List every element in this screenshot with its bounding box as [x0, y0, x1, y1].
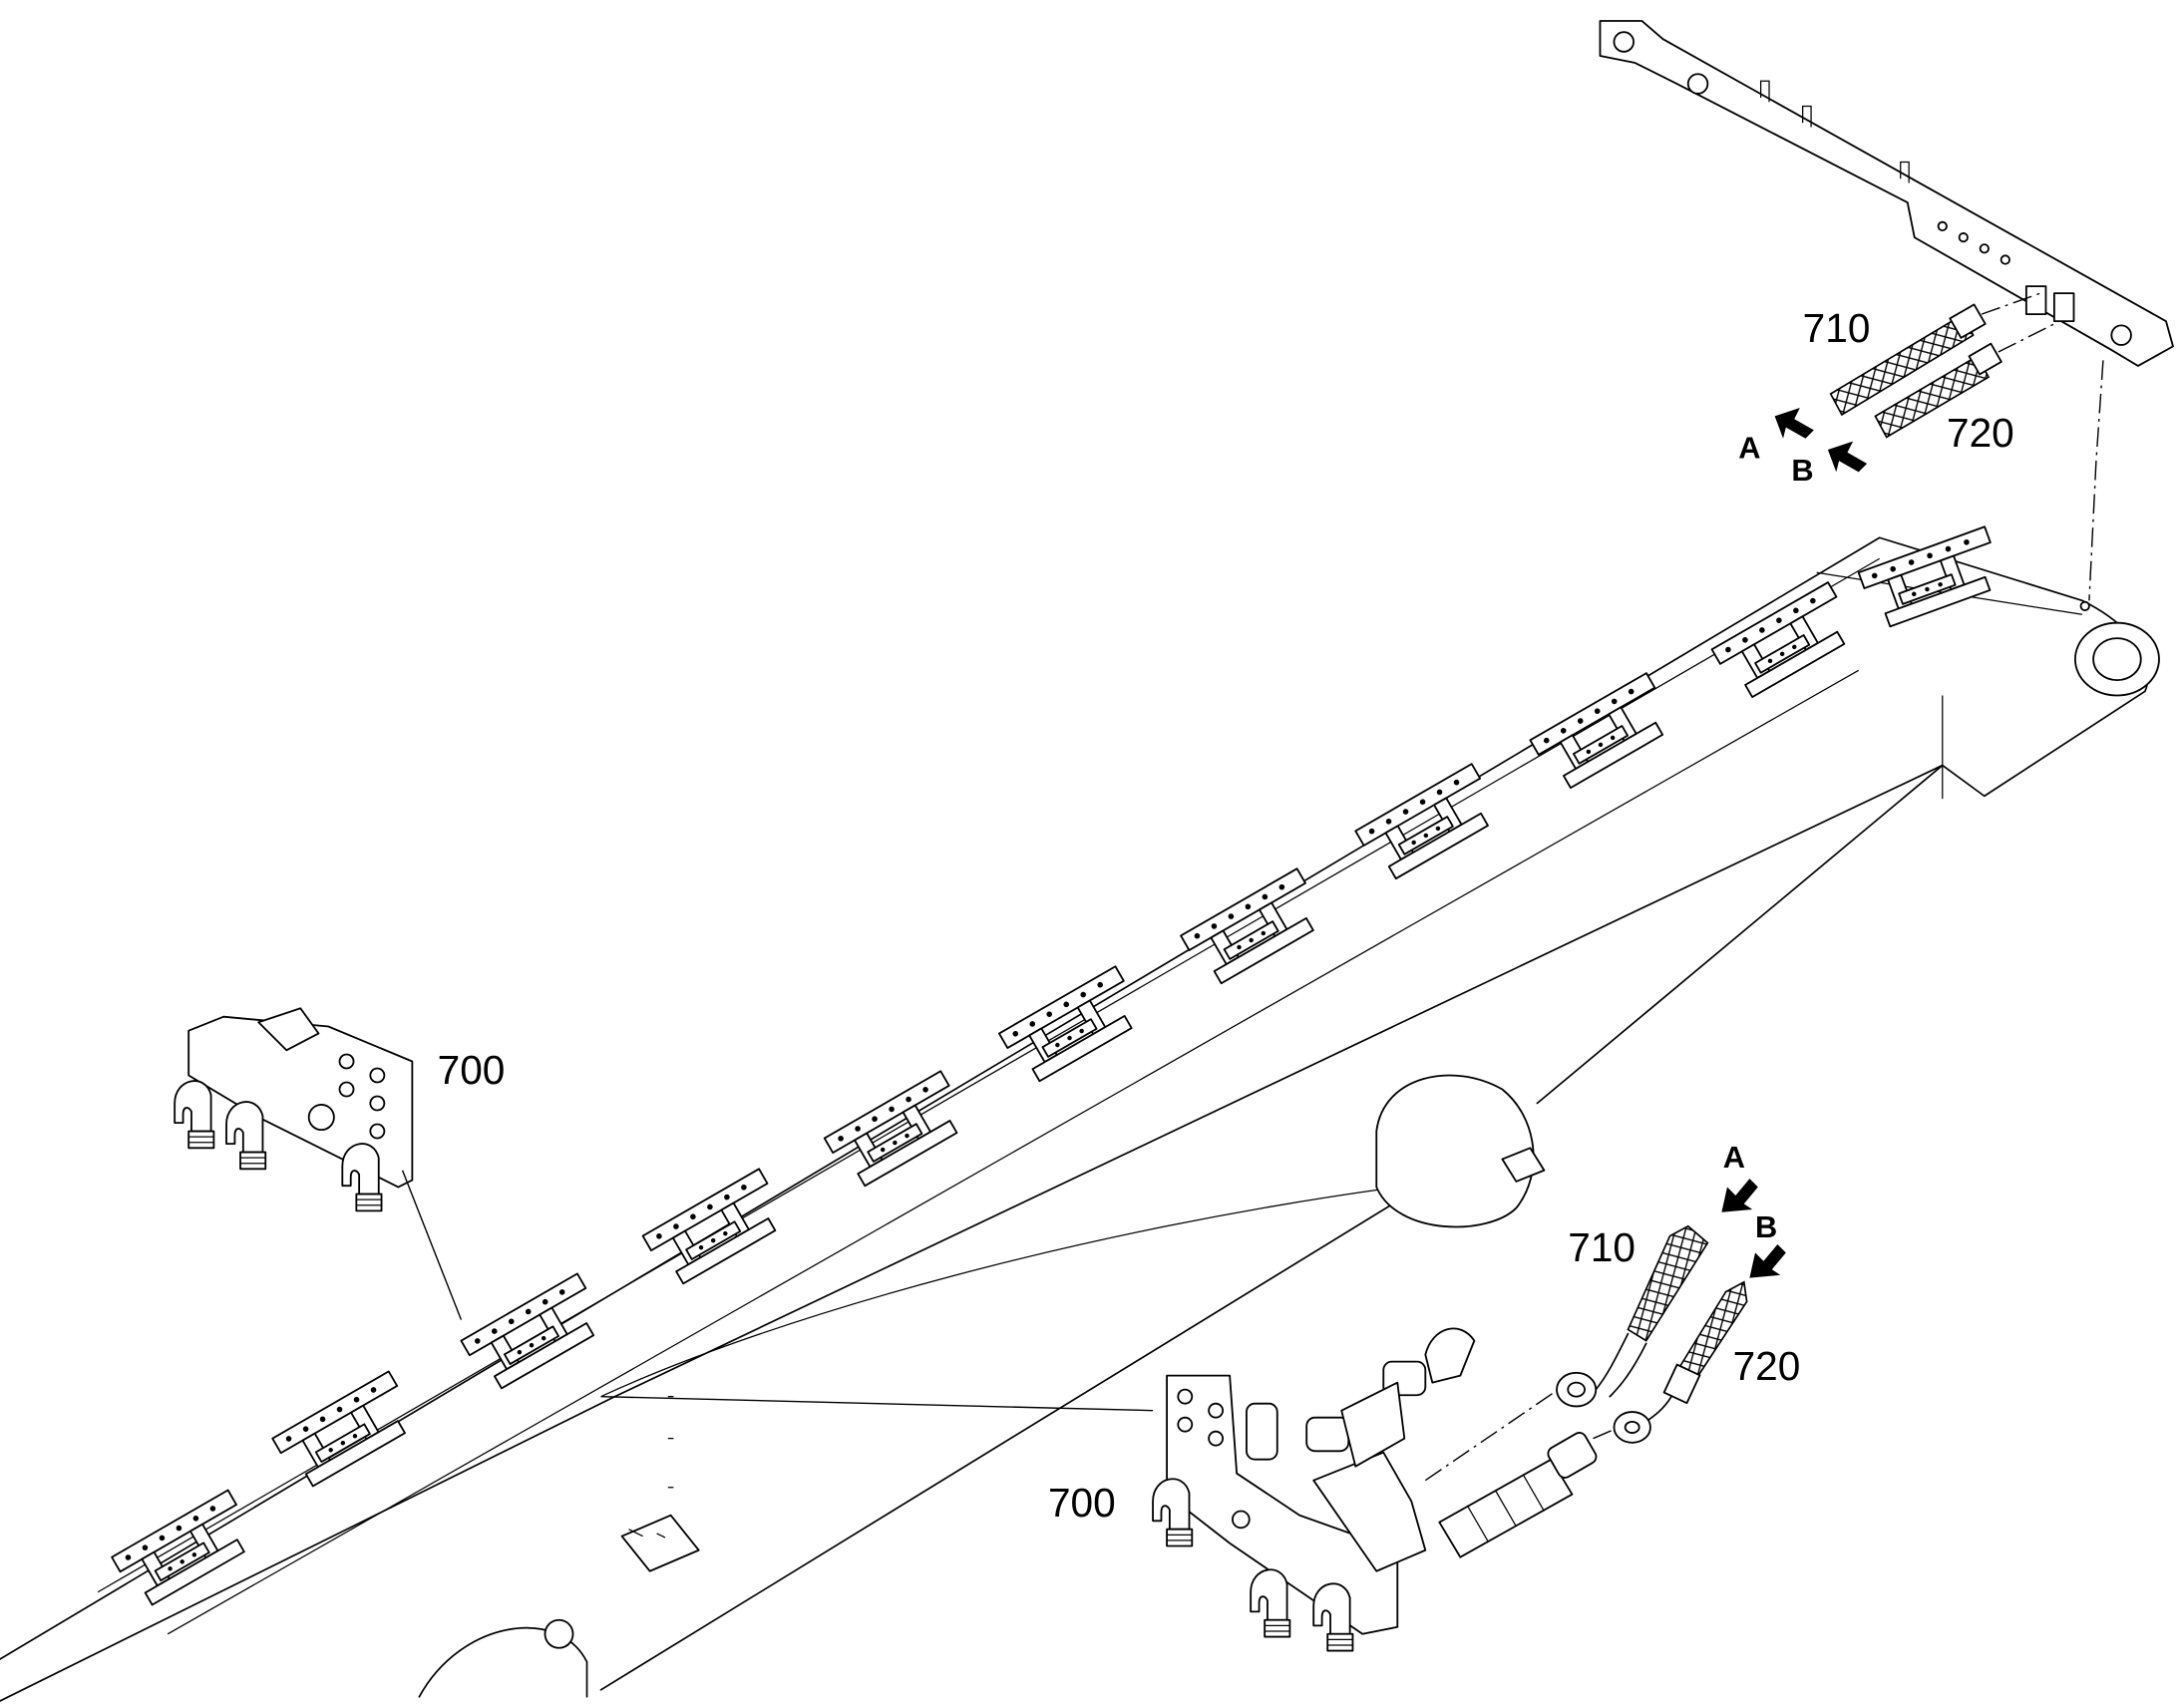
callout-700-left: 700: [438, 1047, 506, 1093]
hose-clamp: [1180, 867, 1329, 990]
callout-720-top: 720: [1947, 410, 2014, 456]
callout-710-bottom: 710: [1568, 1224, 1635, 1270]
hose-clamp: [1354, 763, 1504, 885]
hose-720-bottom: [1613, 1280, 1748, 1444]
callout-b-bottom: B: [1755, 1209, 1777, 1244]
bracket-700-bottom: [600, 1327, 1642, 1652]
arrow-a-bottom-icon: [1721, 1179, 1758, 1212]
callout-a-top: A: [1738, 430, 1760, 465]
hose-clamp: [1857, 525, 2007, 632]
callout-a-bottom: A: [1723, 1140, 1745, 1175]
arrow-b-bottom-icon: [1749, 1243, 1786, 1278]
hose-clamp: [271, 1370, 421, 1493]
callout-b-top: B: [1791, 453, 1813, 488]
callout-700-bottom: 700: [1048, 1480, 1116, 1526]
hose-clamp: [1529, 672, 1678, 795]
bracket-700-left: [174, 1007, 463, 1320]
hose-clamp: [460, 1272, 609, 1395]
hose-720-top: [1874, 323, 2055, 439]
hose-clamp: [641, 1168, 791, 1290]
hose-clamp: [111, 1489, 260, 1612]
callout-720-bottom: 720: [1733, 1343, 1801, 1389]
hose-710-top: [1829, 292, 2041, 417]
arrow-b-top-icon: [1827, 441, 1868, 473]
arrow-a-top-icon: [1774, 407, 1814, 439]
boom-arm: [0, 536, 2160, 1702]
mounting-bar: [1599, 20, 2174, 611]
hose-clamp: [823, 1070, 972, 1193]
hose-clamp: [1710, 581, 1860, 704]
hose-710-bottom: [1556, 1224, 1709, 1408]
callout-710-top: 710: [1803, 305, 1871, 351]
